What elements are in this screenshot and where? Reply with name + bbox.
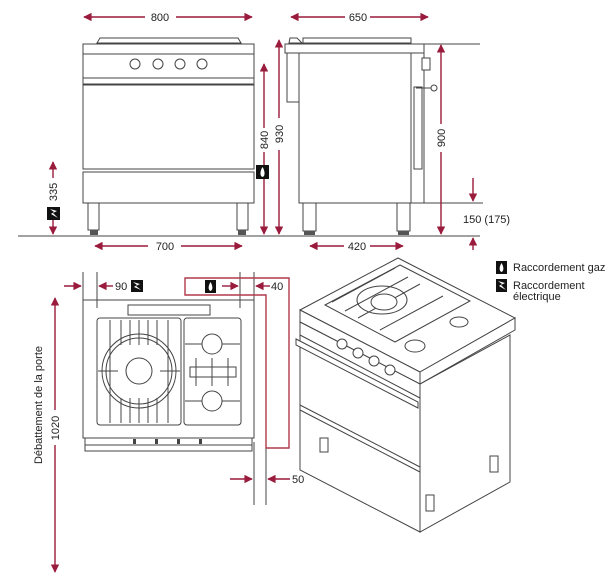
side-grates — [302, 37, 412, 44]
iso-knob — [352, 347, 364, 359]
iso-knob — [336, 338, 348, 350]
iso-grate-bar — [379, 295, 444, 331]
dim-label-420: 420 — [348, 241, 366, 253]
front-drawer — [82, 171, 255, 204]
legend-electric-label: Raccordement — [513, 280, 585, 292]
side-body — [298, 52, 412, 204]
dim-label-800: 800 — [151, 12, 169, 24]
foot-base — [90, 230, 98, 235]
side-back-panel — [286, 52, 300, 103]
iso-panel-line — [299, 334, 421, 399]
iso-wok-burner — [370, 293, 398, 311]
front-foot-left — [87, 202, 100, 231]
iso-grate-bar — [331, 267, 396, 303]
dim-label-930: 930 — [274, 125, 286, 143]
knobs — [129, 58, 208, 70]
iso-small-burner-rear — [449, 316, 469, 328]
dim-label-50: 50 — [292, 474, 304, 486]
knob — [152, 58, 164, 70]
iso-knob — [384, 364, 396, 376]
gas-flame-glyph — [208, 282, 213, 291]
center-bar — [189, 366, 237, 378]
dim-label-150: 150 (175) — [463, 214, 510, 226]
legend-electric-label-2: électrique — [513, 291, 561, 303]
dim-label-40: 40 — [271, 281, 283, 293]
iso-grate-bar — [344, 276, 409, 312]
gas-flame-glyph — [260, 167, 265, 177]
side-view — [284, 37, 438, 235]
foot-base — [238, 230, 246, 235]
front-control-panel — [82, 53, 255, 79]
iso-small-burner-front — [404, 339, 426, 353]
electric-bolt-glyph — [133, 282, 141, 290]
wok-grate-bars — [98, 320, 180, 423]
iso-knob — [368, 355, 380, 367]
iso-side-face — [419, 334, 511, 533]
dim-label-335: 335 — [48, 183, 60, 201]
iso-foot — [319, 437, 329, 453]
top-knobs — [133, 439, 202, 444]
legend: Raccordement gaz Raccordement électrique — [496, 261, 605, 303]
front-handle — [82, 77, 255, 85]
front-foot-right — [236, 202, 249, 231]
side-door — [413, 86, 423, 170]
front-view — [82, 37, 255, 235]
top-view — [82, 299, 255, 452]
dim-label-650: 650 — [349, 12, 367, 24]
oven-door — [82, 84, 255, 170]
foot-base — [398, 231, 409, 235]
iso-worktop-side — [419, 317, 516, 385]
iso-door-handle — [295, 338, 419, 409]
top-backguard — [127, 304, 211, 316]
small-burner-rear — [201, 333, 223, 355]
iso-drawer-line — [299, 409, 421, 473]
iso-wok-ring — [356, 285, 408, 315]
clearance-outline — [184, 277, 290, 449]
small-grate-bars — [185, 343, 240, 402]
knob — [196, 58, 208, 70]
door-clearance-caption: Débattement de la porte — [33, 346, 45, 464]
dim-label-1020: 1020 — [50, 416, 62, 440]
side-handle-knob — [430, 84, 438, 92]
wok-burner — [125, 357, 153, 385]
iso-foot — [489, 455, 499, 473]
dim-label-700: 700 — [156, 241, 174, 253]
front-worktop — [82, 43, 255, 55]
small-burner-front — [201, 390, 223, 412]
top-control-strip — [84, 437, 253, 446]
foot-base — [304, 231, 315, 235]
dim-label-90: 90 — [115, 281, 127, 293]
dim-label-840: 840 — [259, 131, 271, 149]
isometric-view — [295, 257, 517, 533]
knob — [174, 58, 186, 70]
knob — [129, 58, 141, 70]
side-worktop — [284, 43, 425, 54]
side-backguard — [288, 37, 304, 44]
electric-bolt-glyph — [498, 281, 506, 290]
front-grates — [96, 37, 242, 44]
gas-flame-glyph — [499, 263, 504, 272]
electric-bolt-glyph — [50, 209, 58, 218]
top-handle — [84, 444, 253, 452]
electric-bolt-icon — [131, 280, 143, 292]
side-foot-right — [396, 202, 411, 232]
side-knob — [421, 57, 431, 71]
iso-drawer-line — [299, 404, 421, 468]
legend-gas-label: Raccordement gaz — [513, 262, 605, 274]
side-foot-left — [302, 202, 317, 232]
iso-foot — [425, 494, 435, 512]
dim-label-900: 900 — [436, 129, 448, 147]
